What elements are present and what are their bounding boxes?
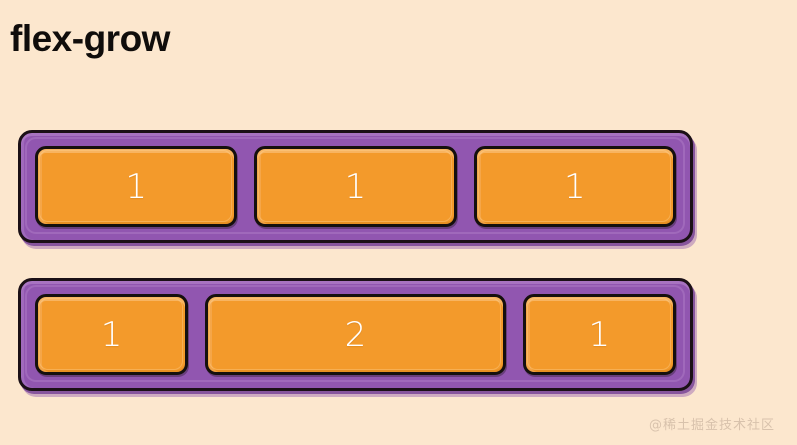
watermark: @稀土掘金技术社区 xyxy=(648,418,775,433)
flex-item-label: 1 xyxy=(100,314,123,355)
flex-item-label: 1 xyxy=(588,314,611,355)
page-title: flex-grow xyxy=(10,18,170,59)
flex-item-row2-2: 2 xyxy=(205,294,506,375)
flex-item-row1-3: 1 xyxy=(473,146,676,227)
flex-container-row-2: 1 2 1 xyxy=(18,278,693,391)
flex-item-label: 2 xyxy=(344,314,367,355)
flex-item-row1-1: 1 xyxy=(35,146,238,227)
flex-item-row2-3: 1 xyxy=(522,294,676,375)
flex-item-row1-2: 1 xyxy=(254,146,457,227)
flex-item-label: 1 xyxy=(125,166,147,207)
flex-container-row-1: 1 1 1 xyxy=(18,130,693,243)
flex-item-label: 1 xyxy=(344,166,367,207)
flex-item-label: 1 xyxy=(564,166,586,207)
flex-item-row2-1: 1 xyxy=(35,294,189,375)
